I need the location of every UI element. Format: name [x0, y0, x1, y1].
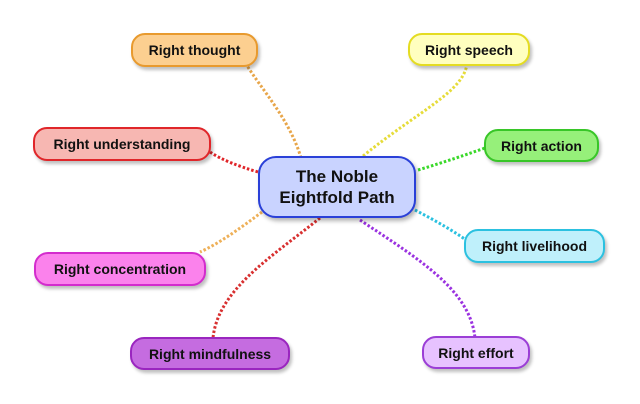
branch-label-thought: Right thought: [148, 42, 241, 58]
branch-label-speech: Right speech: [425, 41, 513, 58]
connector-concentration: [199, 210, 263, 254]
connector-understanding: [209, 150, 259, 174]
branch-label-effort: Right effort: [438, 344, 514, 361]
branch-node-thought[interactable]: Right thought: [131, 33, 258, 67]
branch-node-concentration[interactable]: Right concentration: [34, 252, 206, 286]
branch-node-effort[interactable]: Right effort: [422, 336, 530, 369]
branch-node-action[interactable]: Right action: [484, 129, 599, 162]
central-topic-node[interactable]: The Noble Eightfold Path: [258, 156, 416, 218]
connector-mindfulness: [211, 216, 321, 339]
connector-effort: [359, 218, 477, 339]
branch-node-understanding[interactable]: Right understanding: [33, 127, 211, 161]
central-topic-line-2: Eightfold Path: [279, 188, 395, 207]
branch-label-concentration: Right concentration: [53, 261, 187, 277]
connector-livelihood: [414, 208, 467, 242]
connector-thought: [244, 63, 303, 159]
connector-action: [417, 146, 486, 172]
central-topic-line-1: The Noble: [295, 167, 379, 186]
branch-label-livelihood: Right livelihood: [482, 238, 587, 254]
branch-label-mindfulness: Right mindfulness: [148, 345, 272, 362]
branch-node-speech[interactable]: Right speech: [408, 33, 530, 66]
connector-speech: [362, 63, 469, 158]
branch-label-understanding: Right understanding: [53, 136, 191, 152]
branch-node-mindfulness[interactable]: Right mindfulness: [130, 337, 290, 370]
branch-label-action: Right action: [501, 137, 582, 154]
branch-node-livelihood[interactable]: Right livelihood: [464, 229, 605, 263]
